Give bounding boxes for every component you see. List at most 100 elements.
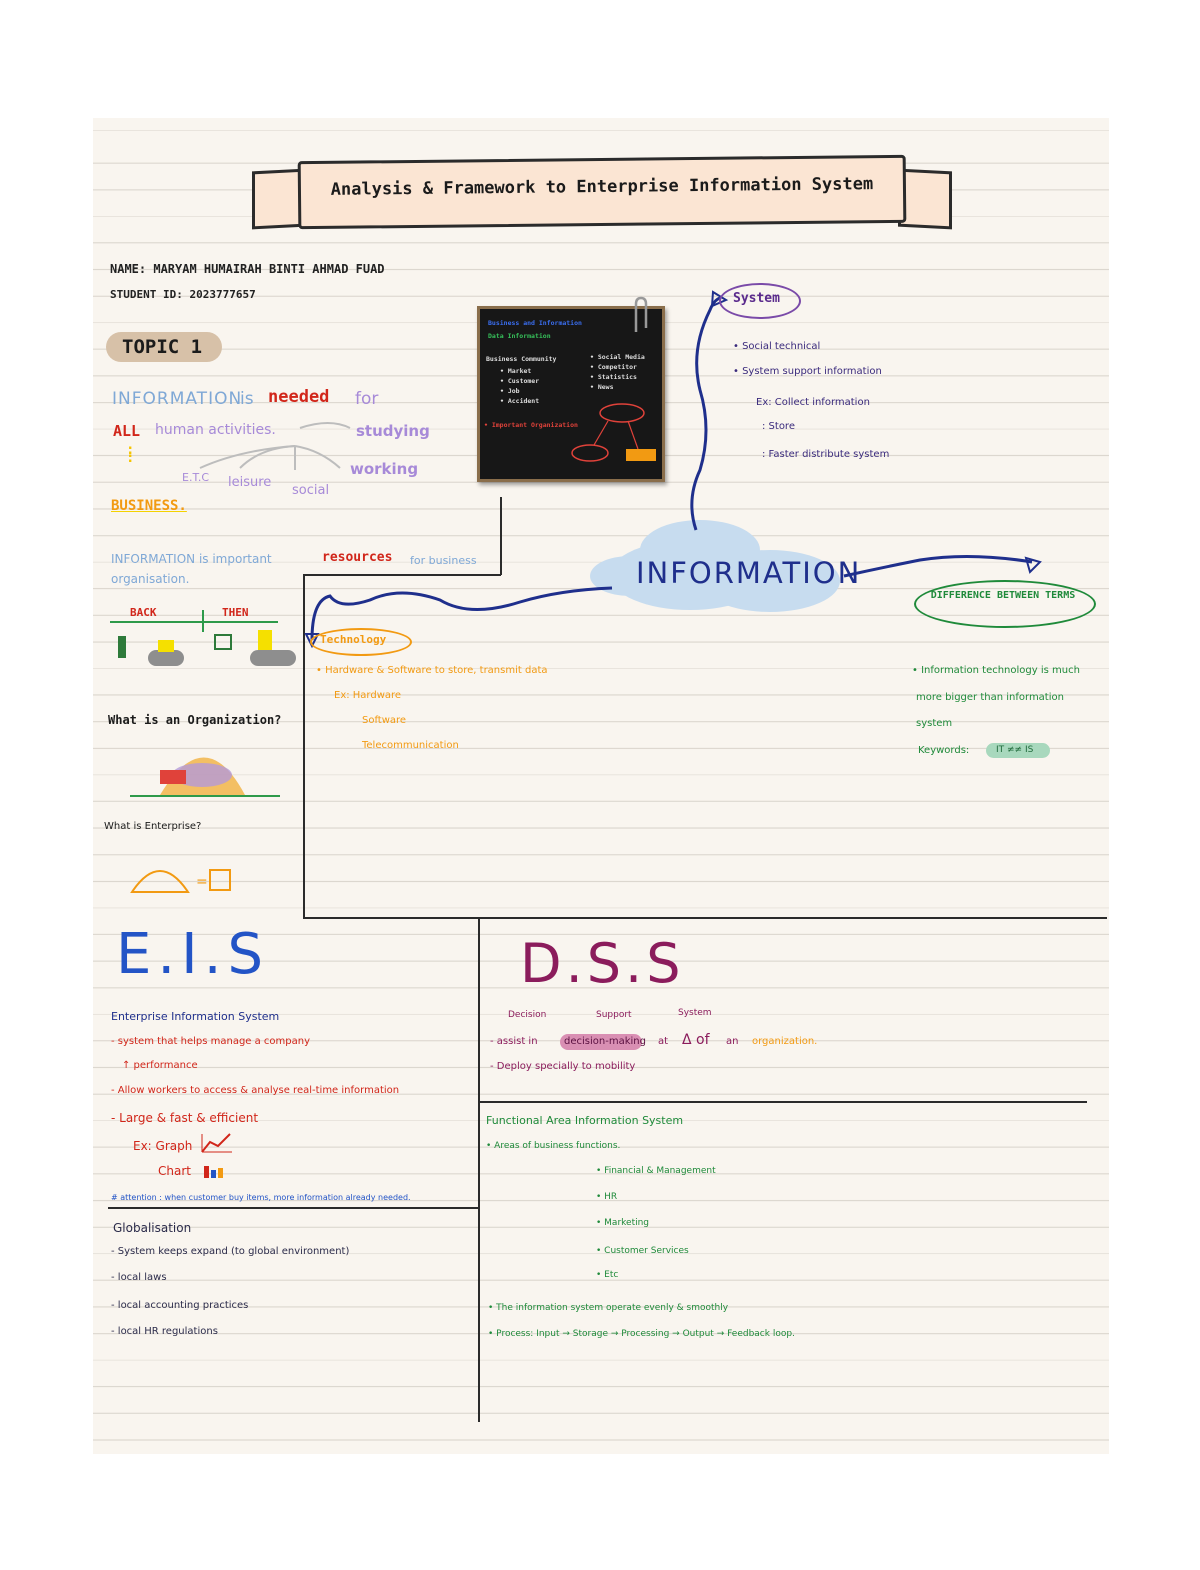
eis-heading: E.I.S: [116, 922, 270, 987]
svg-text:=: =: [196, 874, 208, 890]
tech-ex-1: Software: [362, 715, 407, 726]
faiss-item-3: • Customer Services: [596, 1246, 689, 1256]
eis-attention: # attention : when customer buy items, m…: [111, 1193, 411, 1202]
bb-left-1: • Market: [500, 367, 532, 375]
faiss-item-2: • Marketing: [596, 1218, 650, 1228]
business-word: BUSINESS.: [111, 498, 187, 514]
dss-word-0: Decision: [508, 1010, 547, 1020]
eis-item-3: - Large & fast & efficient: [111, 1111, 259, 1125]
student-name: NAME: MARYAM HUMAIRAH BINTI AHMAD FUAD: [110, 262, 385, 276]
enterprise-diagram: =: [130, 869, 231, 893]
information-word: INFORMATION: [112, 389, 243, 409]
box-top-riser: [500, 497, 502, 575]
faiss-note-1: • The information system operate evenly …: [488, 1303, 729, 1313]
needed-word: needed: [268, 387, 330, 407]
etc-word: E.T.C: [182, 471, 210, 484]
diff-item-1: more bigger than information: [916, 692, 1064, 703]
dss-item1-an: an: [726, 1036, 739, 1047]
box-bottom-line: [303, 917, 1107, 919]
diff-item-2: system: [916, 718, 953, 729]
box-top-line: [303, 574, 501, 576]
then-data-icon: [258, 630, 272, 650]
important-text: INFORMATION is important: [111, 552, 272, 566]
system-label: System: [733, 291, 780, 306]
dss-word-1: Support: [596, 1010, 632, 1020]
faiss-item-1: • HR: [596, 1192, 618, 1202]
system-item-1: • System support information: [733, 366, 882, 377]
dss-item2: - Deploy specially to mobility: [490, 1061, 636, 1072]
what-enterprise-question: What is Enterprise?: [104, 821, 202, 832]
system-item-0: • Social technical: [733, 341, 821, 352]
system-sub-0: : Store: [762, 421, 795, 432]
faiss-item-0: • Financial & Management: [596, 1166, 716, 1176]
glob-item-0: - System keeps expand (to global environ…: [111, 1246, 350, 1257]
bb-left-4: • Accident: [500, 397, 540, 405]
system-oval: [719, 283, 801, 319]
bb-left-3: • Job: [500, 387, 520, 395]
studying-word: studying: [356, 422, 430, 440]
dss-divider: [480, 1101, 1087, 1103]
human-activities: human activities.: [155, 422, 276, 438]
information-center: INFORMATION: [636, 556, 862, 590]
dss-item1-level: Δ of: [682, 1032, 710, 1048]
for-word: for: [355, 389, 379, 409]
blackboard-image: Business and Information Data Informatio…: [477, 306, 665, 482]
system-sub-1: : Faster distribute system: [762, 449, 890, 460]
person-icon: [118, 636, 126, 658]
is-word: is: [240, 389, 254, 409]
diff-item-0: • Information technology is much: [912, 665, 1080, 676]
system-ex: Ex: Collect information: [756, 397, 870, 408]
all-word: ALL: [113, 422, 141, 440]
technology-oval: [310, 628, 412, 656]
tech-ex-0: Ex: Hardware: [334, 690, 402, 701]
bb-right-3: • News: [590, 383, 614, 391]
dss-item1-org: organization.: [752, 1036, 818, 1047]
topic-label: TOPIC 1: [122, 336, 203, 358]
paperclip-icon: [634, 296, 648, 332]
eis-item-4: Ex: Graph: [133, 1139, 193, 1153]
organization-dome-diagram: [130, 757, 280, 797]
dss-heading: D.S.S: [520, 932, 685, 995]
keywords-label: Keywords:: [918, 745, 970, 756]
bb-right-0: • Social Media: [590, 353, 645, 361]
chart-icon: [204, 1166, 223, 1178]
back-coins-icon: [158, 640, 174, 652]
dss-word-2: System: [678, 1008, 712, 1018]
bb-left-2: • Customer: [500, 377, 540, 385]
eis-item-2: - Allow workers to access & analyse real…: [111, 1085, 400, 1096]
what-org-question: What is an Organization?: [108, 713, 282, 727]
eis-item-0: - system that helps manage a company: [111, 1036, 311, 1047]
technology-label: Technology: [320, 633, 387, 646]
faiss-title: Functional Area Information System: [486, 1114, 684, 1127]
bb-line1: Business and Information: [488, 319, 582, 327]
back-label: BACK: [130, 606, 157, 619]
keyword-tag: IT ≠≠ IS: [996, 745, 1034, 755]
globalisation-title: Globalisation: [113, 1221, 192, 1235]
faiss-item-4: • Etc: [596, 1270, 619, 1280]
then-blob: [250, 650, 296, 666]
dss-item1-highlight: decision-making: [564, 1036, 646, 1047]
resources-word: resources: [322, 550, 393, 565]
dss-item1-prefix: - assist in: [490, 1036, 538, 1047]
eis-divider: [108, 1207, 478, 1209]
back-then-divider: [202, 610, 204, 632]
organisation-text: organisation.: [111, 572, 190, 586]
then-label: THEN: [222, 606, 249, 619]
bb-left-0: Business Community: [486, 355, 557, 363]
working-word: working: [350, 460, 419, 478]
difference-oval: [914, 580, 1096, 628]
tech-item: • Hardware & Software to store, transmit…: [316, 665, 548, 676]
bb-right-2: • Statistics: [590, 373, 637, 381]
eis-item-5: Chart: [158, 1164, 191, 1178]
glob-item-3: - local HR regulations: [111, 1326, 218, 1337]
box-left-line: [303, 574, 305, 918]
glob-item-1: - local laws: [111, 1272, 167, 1283]
bb-right-1: • Competitor: [590, 363, 637, 371]
decision-highlight-bg: [560, 1034, 642, 1050]
bb-bottom: • Important Organization: [484, 421, 578, 429]
social-word: social: [292, 483, 330, 498]
student-id: STUDENT ID: 2023777657: [110, 288, 256, 301]
back-blob: [148, 650, 184, 666]
for-business-text: for business: [410, 554, 477, 567]
yellow-dots: ::: [126, 442, 135, 466]
